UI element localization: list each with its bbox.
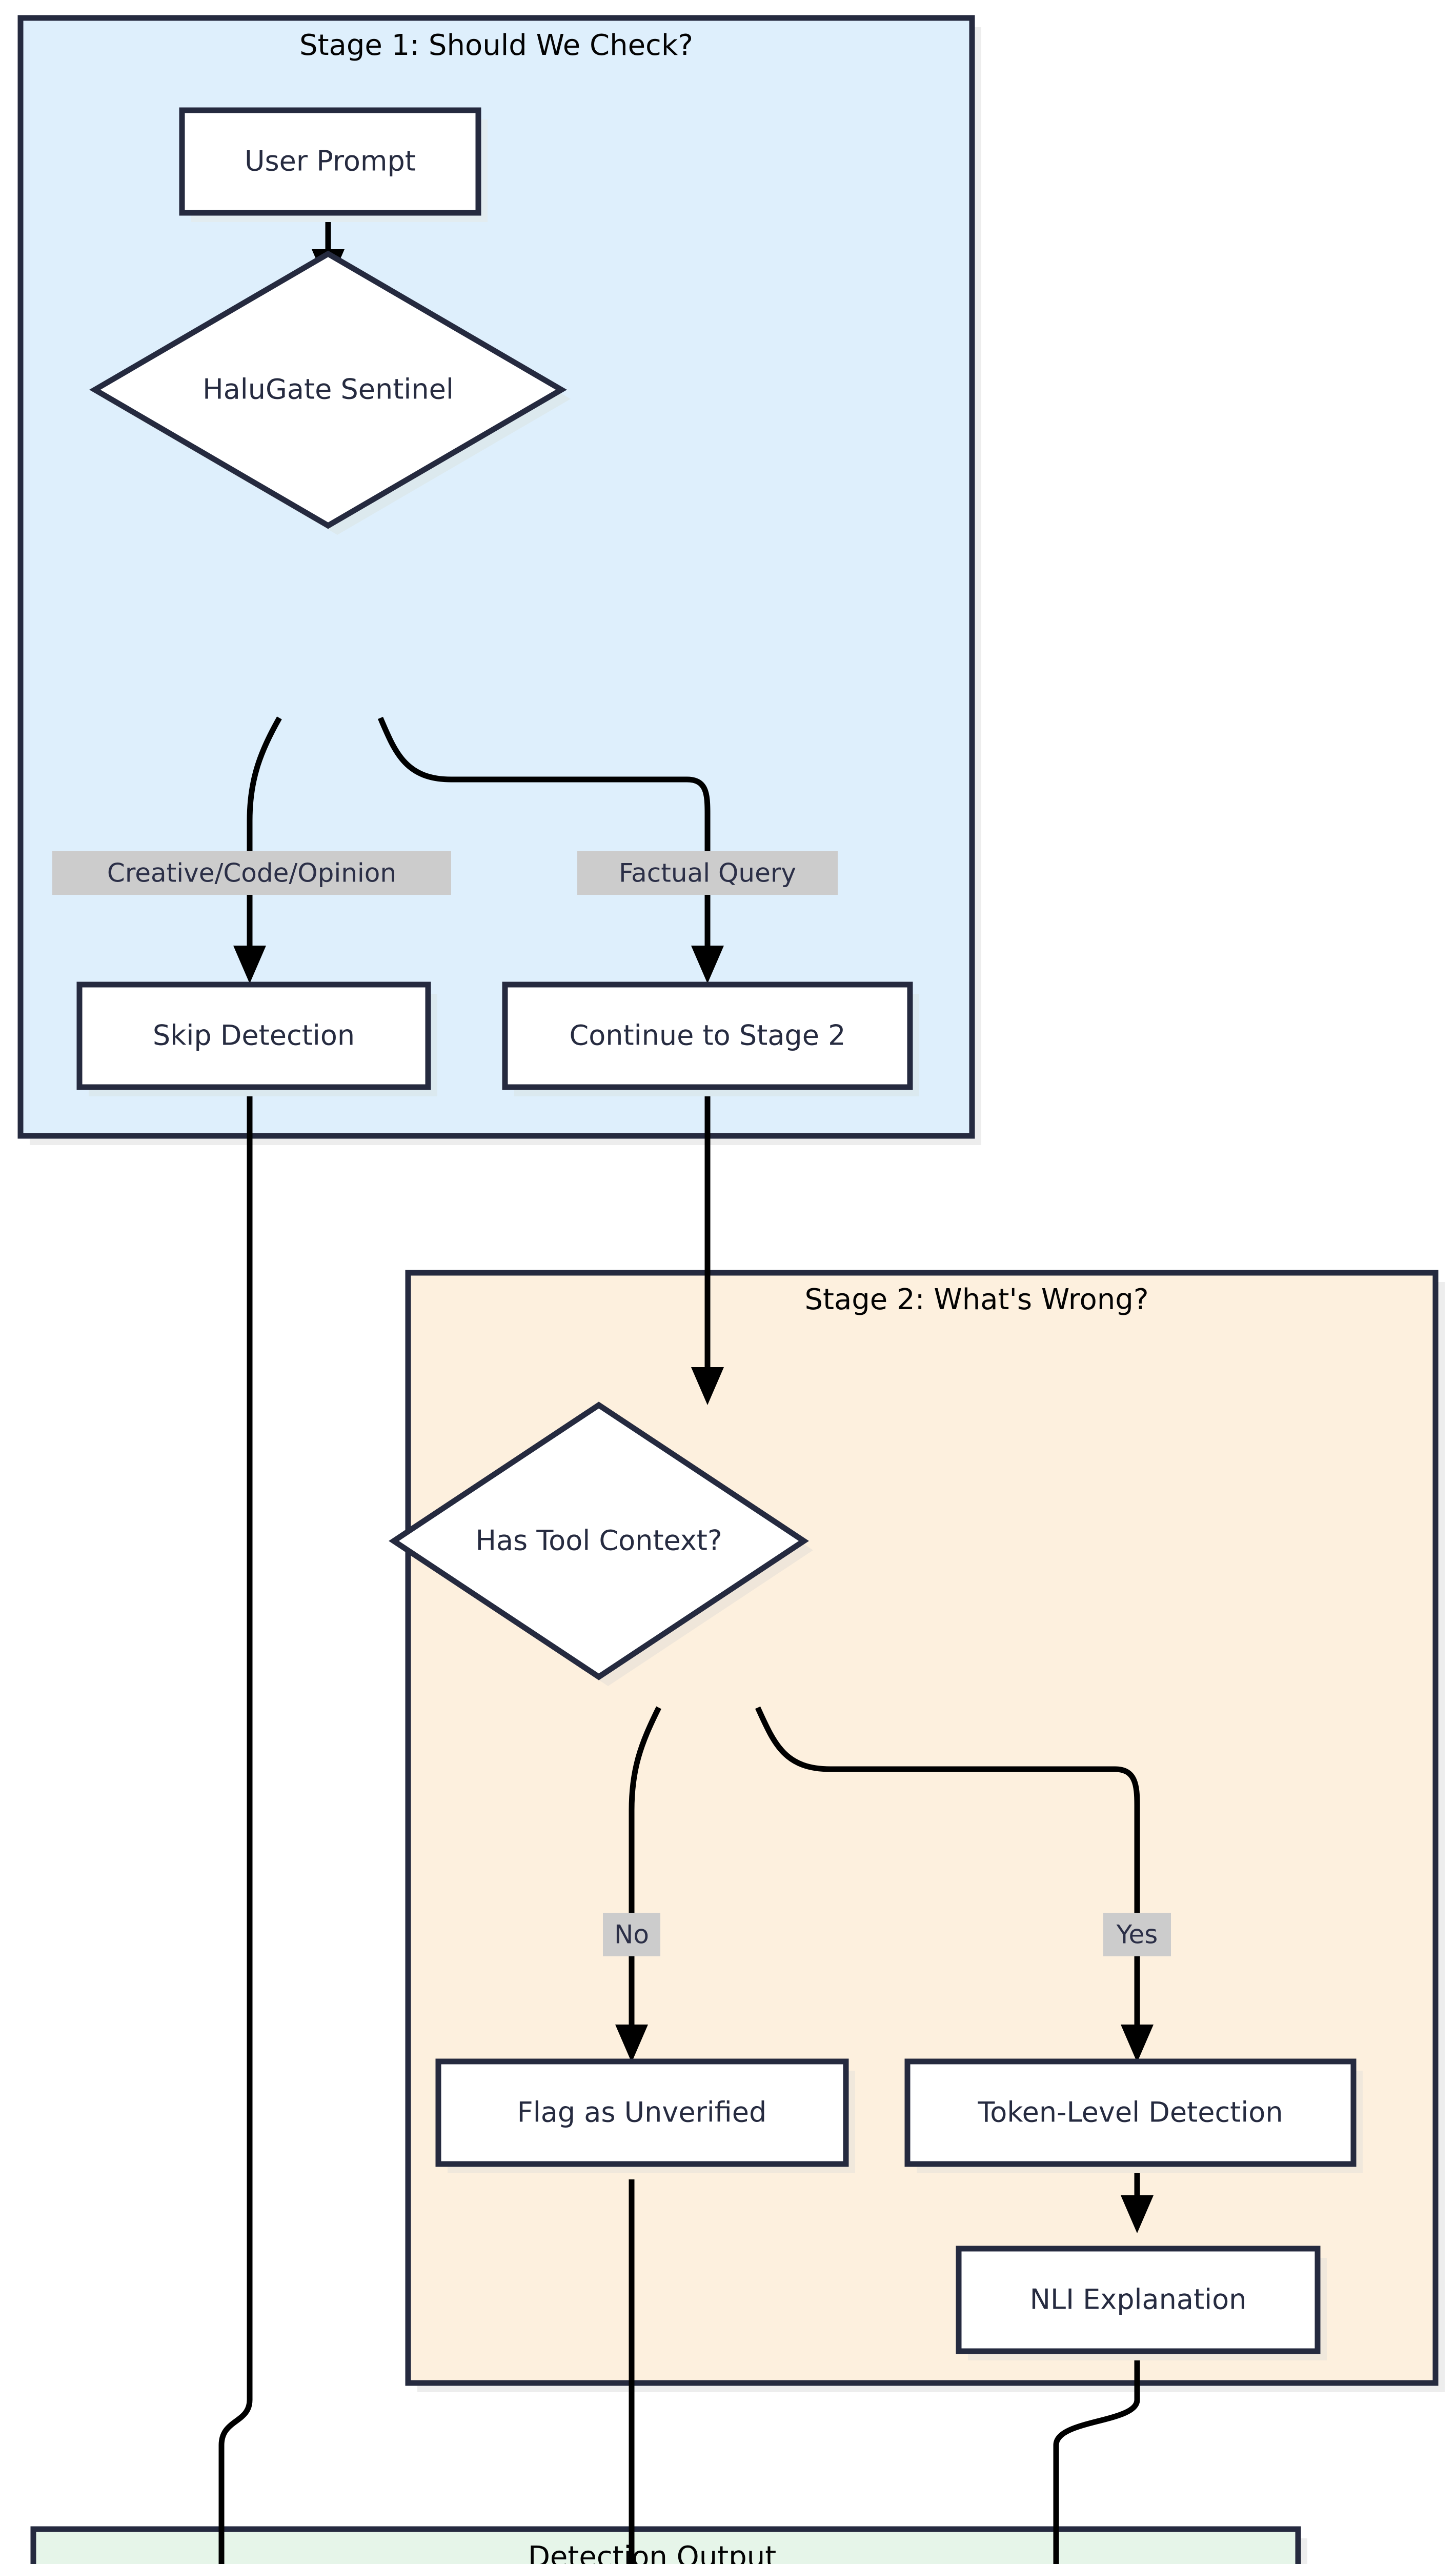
node-label: HaluGate Sentinel xyxy=(203,373,454,406)
edge-line xyxy=(247,716,282,955)
arrowhead-icon xyxy=(615,2025,648,2062)
node-continue-to-stage-2[interactable]: Continue to Stage 2 xyxy=(502,981,919,1096)
node-box[interactable] xyxy=(76,981,431,1090)
edge-halugate-to-continue xyxy=(377,716,724,984)
edge-has-tool-to-token xyxy=(755,1706,1154,2062)
edge-label-text: Yes xyxy=(1116,1920,1158,1950)
edge-label-background xyxy=(603,1913,660,1956)
node-box[interactable] xyxy=(956,2246,1321,2354)
edge-label-text: Factual Query xyxy=(619,858,796,888)
arrowhead-icon xyxy=(691,1367,724,1405)
arrowhead-icon xyxy=(1121,2195,1154,2233)
edge-nli-to-detailed xyxy=(1053,2351,1140,2564)
edge-label-text: Creative/Code/Opinion xyxy=(107,858,396,888)
cluster-stage2-title: Stage 2: What's Wrong? xyxy=(804,1283,1148,1316)
node-label: Token-Level Detection xyxy=(977,2096,1283,2129)
cluster-output-title: Detection Output xyxy=(528,2540,776,2564)
edge-line xyxy=(629,1706,661,2033)
arrowhead-icon xyxy=(691,946,724,984)
edge-halugate-to-skip xyxy=(233,716,282,984)
node-flag-as-unverified[interactable]: Flag as Unverified xyxy=(435,2058,855,2173)
node-diamond[interactable] xyxy=(389,1401,809,1680)
cluster-output-box xyxy=(30,2526,1301,2564)
node-halugate-sentinel[interactable]: HaluGate Sentinel xyxy=(89,250,571,535)
node-skip-detection[interactable]: Skip Detection xyxy=(76,981,437,1096)
edge-line xyxy=(1053,2351,1140,2564)
edge-label-background xyxy=(52,851,451,895)
cluster-stage1-title: Stage 1: Should We Check? xyxy=(299,29,693,62)
edge-label-factual-query: Factual Query xyxy=(577,851,838,895)
cluster-output: Detection Output xyxy=(30,2526,1307,2564)
node-label: Skip Detection xyxy=(153,1019,355,1052)
node-diamond[interactable] xyxy=(89,250,567,529)
edge-label-background xyxy=(1103,1913,1171,1956)
node-box[interactable] xyxy=(179,107,481,216)
edge-continue-to-has-tool xyxy=(691,1072,724,1405)
edge-label-creative-code-opinion: Creative/Code/Opinion xyxy=(52,851,451,895)
node-box[interactable] xyxy=(904,2058,1357,2167)
node-label: Flag as Unverified xyxy=(517,2096,767,2129)
node-box[interactable] xyxy=(502,981,913,1090)
node-box[interactable] xyxy=(435,2058,849,2167)
node-nli-explanation[interactable]: NLI Explanation xyxy=(956,2246,1327,2360)
node-token-level-detection[interactable]: Token-Level Detection xyxy=(904,2058,1363,2173)
edge-skip-to-pass-through xyxy=(218,1072,253,2564)
node-has-tool-context[interactable]: Has Tool Context? xyxy=(389,1401,813,1686)
cluster-stage1: Stage 1: Should We Check? xyxy=(17,15,981,1145)
edge-label-no: No xyxy=(603,1913,660,1956)
edge-line xyxy=(218,1072,253,2564)
edge-label-text: No xyxy=(614,1920,649,1950)
edge-label-background xyxy=(577,851,838,895)
edge-has-tool-to-flag xyxy=(615,1706,661,2062)
node-label: Has Tool Context? xyxy=(475,1525,722,1557)
arrowhead-icon xyxy=(233,946,266,984)
node-label: Continue to Stage 2 xyxy=(570,1019,846,1052)
edge-line xyxy=(755,1706,1140,2033)
cluster-stage1-box xyxy=(17,15,975,1139)
edge-flag-to-warning-header xyxy=(629,2179,635,2564)
node-label: User Prompt xyxy=(245,145,416,177)
node-user-prompt[interactable]: User Prompt xyxy=(179,107,488,222)
arrowhead-icon xyxy=(1121,2025,1154,2062)
edge-label-yes: Yes xyxy=(1103,1913,1171,1956)
edge-line xyxy=(377,716,711,955)
node-label: NLI Explanation xyxy=(1030,2283,1247,2316)
